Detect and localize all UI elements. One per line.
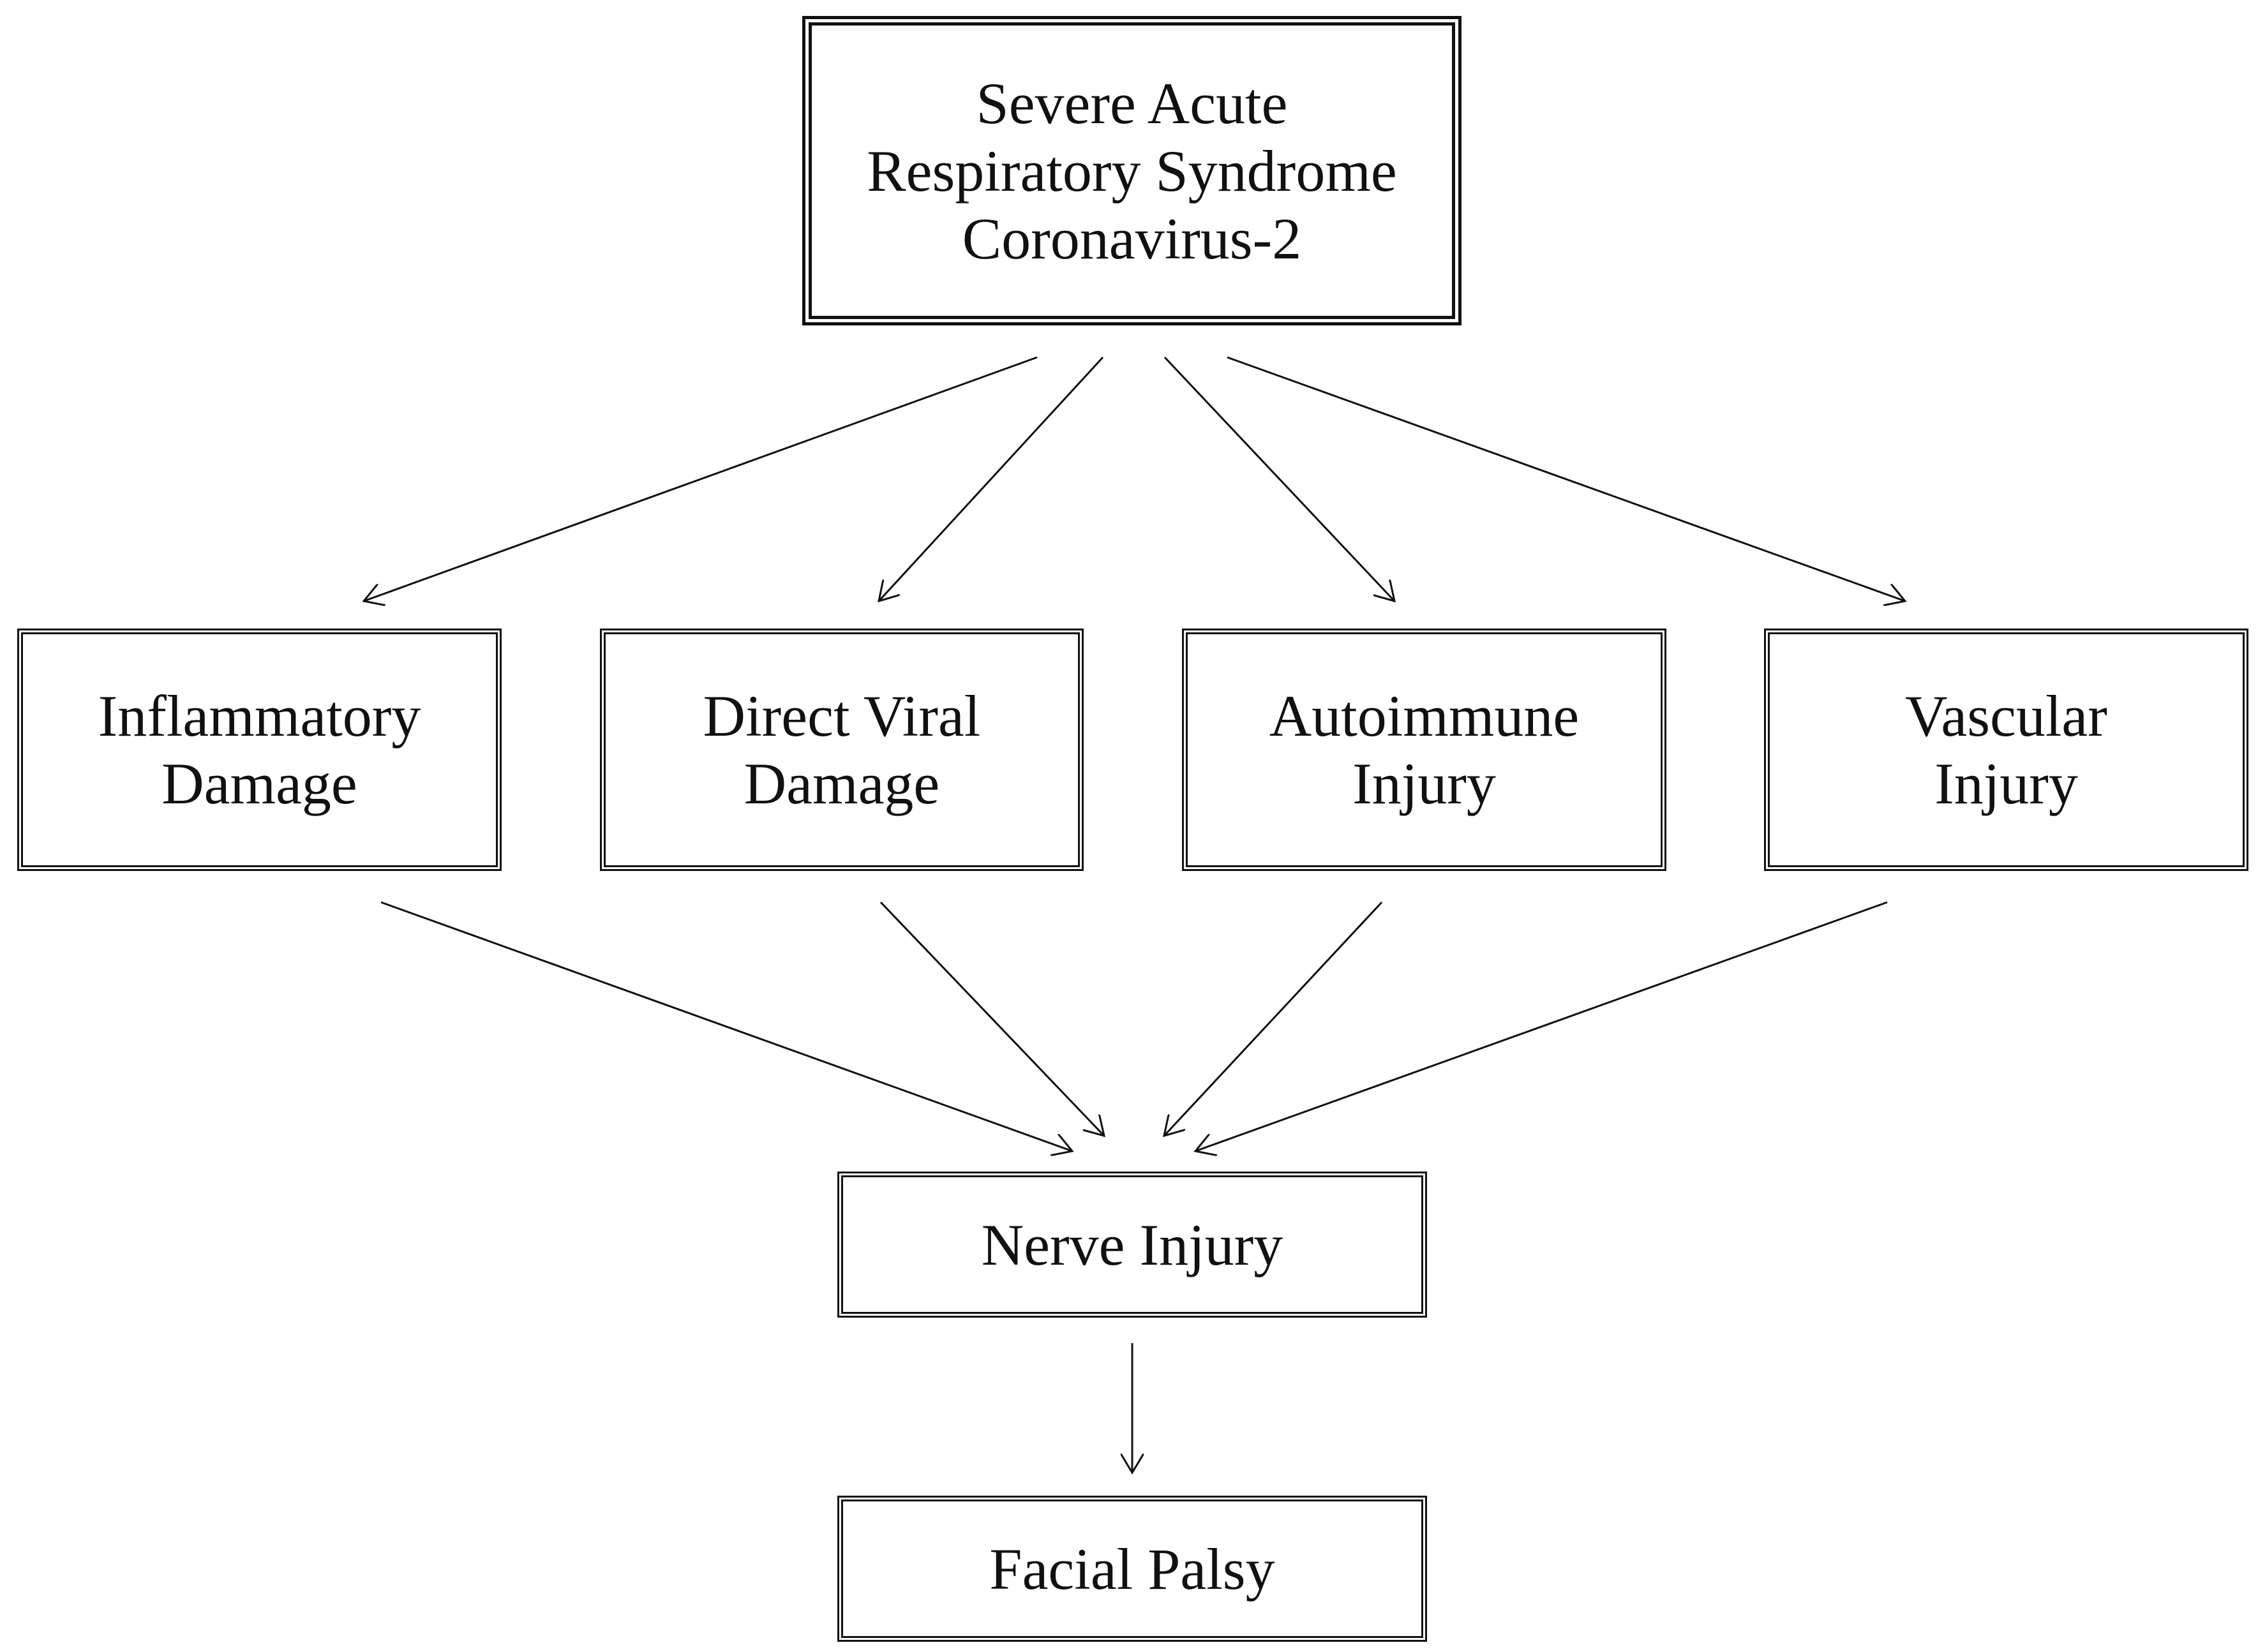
node-label-line: Injury (1352, 751, 1496, 816)
node-nerve-injury: Nerve Injury (837, 1172, 1427, 1318)
node-label-line: Vascular (1905, 683, 2107, 748)
arrow-top-to-autoimmune (1163, 356, 1394, 601)
arrow-top-to-vascular (1227, 356, 1905, 601)
arrow-autoimmune-to-nerve (1164, 901, 1383, 1136)
node-label-line: Damage (161, 751, 357, 816)
node-facial-palsy: Facial Palsy (837, 1496, 1427, 1642)
node-label-line: Autoimmune (1269, 683, 1580, 748)
node-inflammatory-damage: Inflammatory Damage (17, 629, 502, 871)
node-label-line: Direct Viral (703, 683, 981, 748)
node-label-line: Respiratory Syndrome (867, 138, 1397, 204)
node-direct-viral-damage: Direct Viral Damage (600, 629, 1084, 871)
node-label-line: Injury (1934, 751, 2078, 816)
node-sars-cov-2: Severe Acute Respiratory Syndrome Corona… (802, 16, 1462, 325)
arrow-direct-viral-to-nerve (879, 901, 1104, 1136)
node-label-line: Nerve Injury (981, 1212, 1283, 1277)
node-label-line: Damage (744, 751, 940, 816)
arrow-vascular-to-nerve (1195, 901, 1888, 1151)
node-vascular-injury: Vascular Injury (1764, 629, 2248, 871)
node-label-line: Facial Palsy (989, 1536, 1275, 1602)
node-label-line: Severe Acute (976, 70, 1288, 136)
arrow-inflammatory-to-nerve (380, 901, 1072, 1151)
node-autoimmune-injury: Autoimmune Injury (1182, 629, 1666, 871)
node-label-line: Inflammatory (98, 683, 421, 748)
node-label-line: Coronavirus-2 (962, 205, 1302, 271)
arrow-top-to-direct-viral (879, 356, 1104, 601)
arrow-top-to-inflammatory (364, 356, 1038, 601)
